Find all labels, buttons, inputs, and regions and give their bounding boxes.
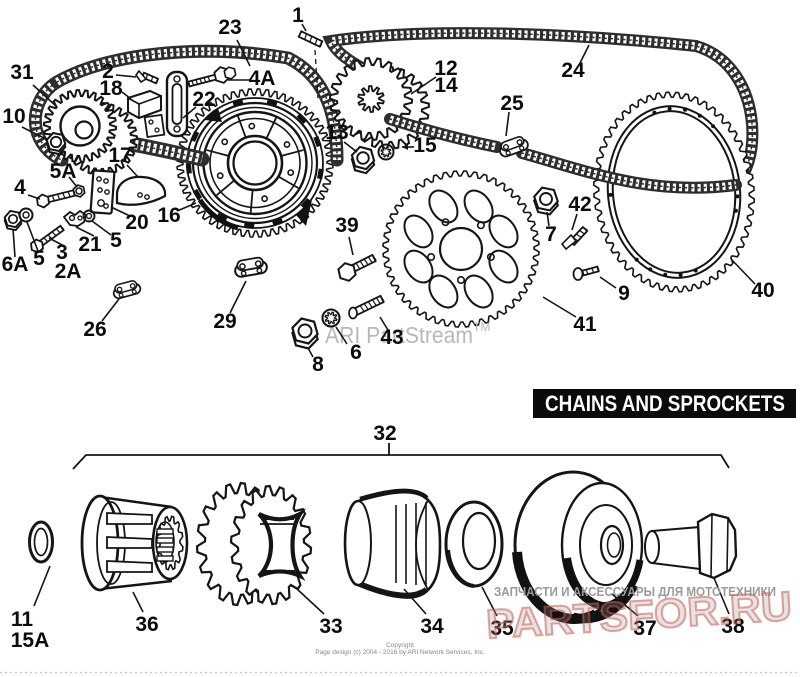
svg-text:23: 23 bbox=[218, 16, 241, 39]
svg-text:32: 32 bbox=[373, 422, 396, 445]
svg-text:2A: 2A bbox=[55, 260, 82, 283]
svg-text:17: 17 bbox=[108, 144, 131, 167]
svg-text:42: 42 bbox=[568, 193, 591, 216]
svg-text:CHAINS AND SPROCKETS: CHAINS AND SPROCKETS bbox=[545, 391, 785, 416]
svg-text:5A: 5A bbox=[50, 160, 77, 183]
svg-text:Copyright: Copyright bbox=[386, 642, 414, 649]
svg-text:29: 29 bbox=[213, 310, 236, 333]
svg-text:7: 7 bbox=[545, 223, 557, 246]
svg-text:3: 3 bbox=[56, 241, 68, 264]
svg-text:5: 5 bbox=[110, 229, 122, 252]
svg-text:2: 2 bbox=[102, 60, 114, 83]
svg-text:6: 6 bbox=[350, 341, 362, 364]
svg-text:8: 8 bbox=[312, 353, 324, 376]
svg-text:26: 26 bbox=[83, 318, 106, 341]
svg-text:4A: 4A bbox=[249, 67, 276, 90]
svg-text:ЗАПЧАСТИ И АКСЕССУАРЫ ДЛЯ МОТО: ЗАПЧАСТИ И АКСЕССУАРЫ ДЛЯ МОТОТЕХНИКИ bbox=[494, 584, 776, 599]
svg-text:15: 15 bbox=[413, 134, 437, 157]
svg-text:10: 10 bbox=[2, 105, 25, 128]
svg-text:40: 40 bbox=[751, 279, 774, 302]
svg-text:35: 35 bbox=[490, 617, 514, 640]
svg-text:4: 4 bbox=[14, 176, 26, 199]
svg-text:33: 33 bbox=[319, 615, 342, 638]
svg-text:43: 43 bbox=[380, 326, 403, 349]
svg-text:6A: 6A bbox=[2, 253, 29, 276]
svg-text:41: 41 bbox=[573, 313, 597, 336]
svg-text:9: 9 bbox=[618, 282, 630, 305]
svg-text:Page design (c) 2004 - 2016 by: Page design (c) 2004 - 2016 by ARI Netwo… bbox=[315, 649, 485, 656]
svg-text:TM: TM bbox=[473, 320, 490, 334]
svg-text:14: 14 bbox=[434, 74, 458, 97]
svg-text:37: 37 bbox=[633, 617, 656, 640]
svg-text:21: 21 bbox=[78, 233, 102, 256]
svg-text:31: 31 bbox=[10, 61, 34, 84]
svg-text:38: 38 bbox=[721, 615, 745, 638]
svg-text:24: 24 bbox=[561, 59, 585, 82]
svg-text:13: 13 bbox=[325, 121, 348, 144]
svg-text:18: 18 bbox=[99, 77, 123, 100]
svg-text:11: 11 bbox=[11, 608, 34, 631]
svg-text:15A: 15A bbox=[11, 629, 50, 652]
svg-text:5: 5 bbox=[33, 247, 45, 270]
svg-text:1: 1 bbox=[292, 4, 304, 27]
svg-text:25: 25 bbox=[500, 92, 524, 115]
svg-text:20: 20 bbox=[125, 211, 148, 234]
svg-text:36: 36 bbox=[135, 613, 158, 636]
svg-text:22: 22 bbox=[192, 88, 215, 111]
svg-text:ARI PartStream: ARI PartStream bbox=[325, 322, 473, 348]
svg-text:12: 12 bbox=[434, 57, 457, 80]
svg-text:34: 34 bbox=[420, 615, 444, 638]
svg-text:16: 16 bbox=[157, 204, 180, 227]
svg-text:39: 39 bbox=[335, 214, 358, 237]
